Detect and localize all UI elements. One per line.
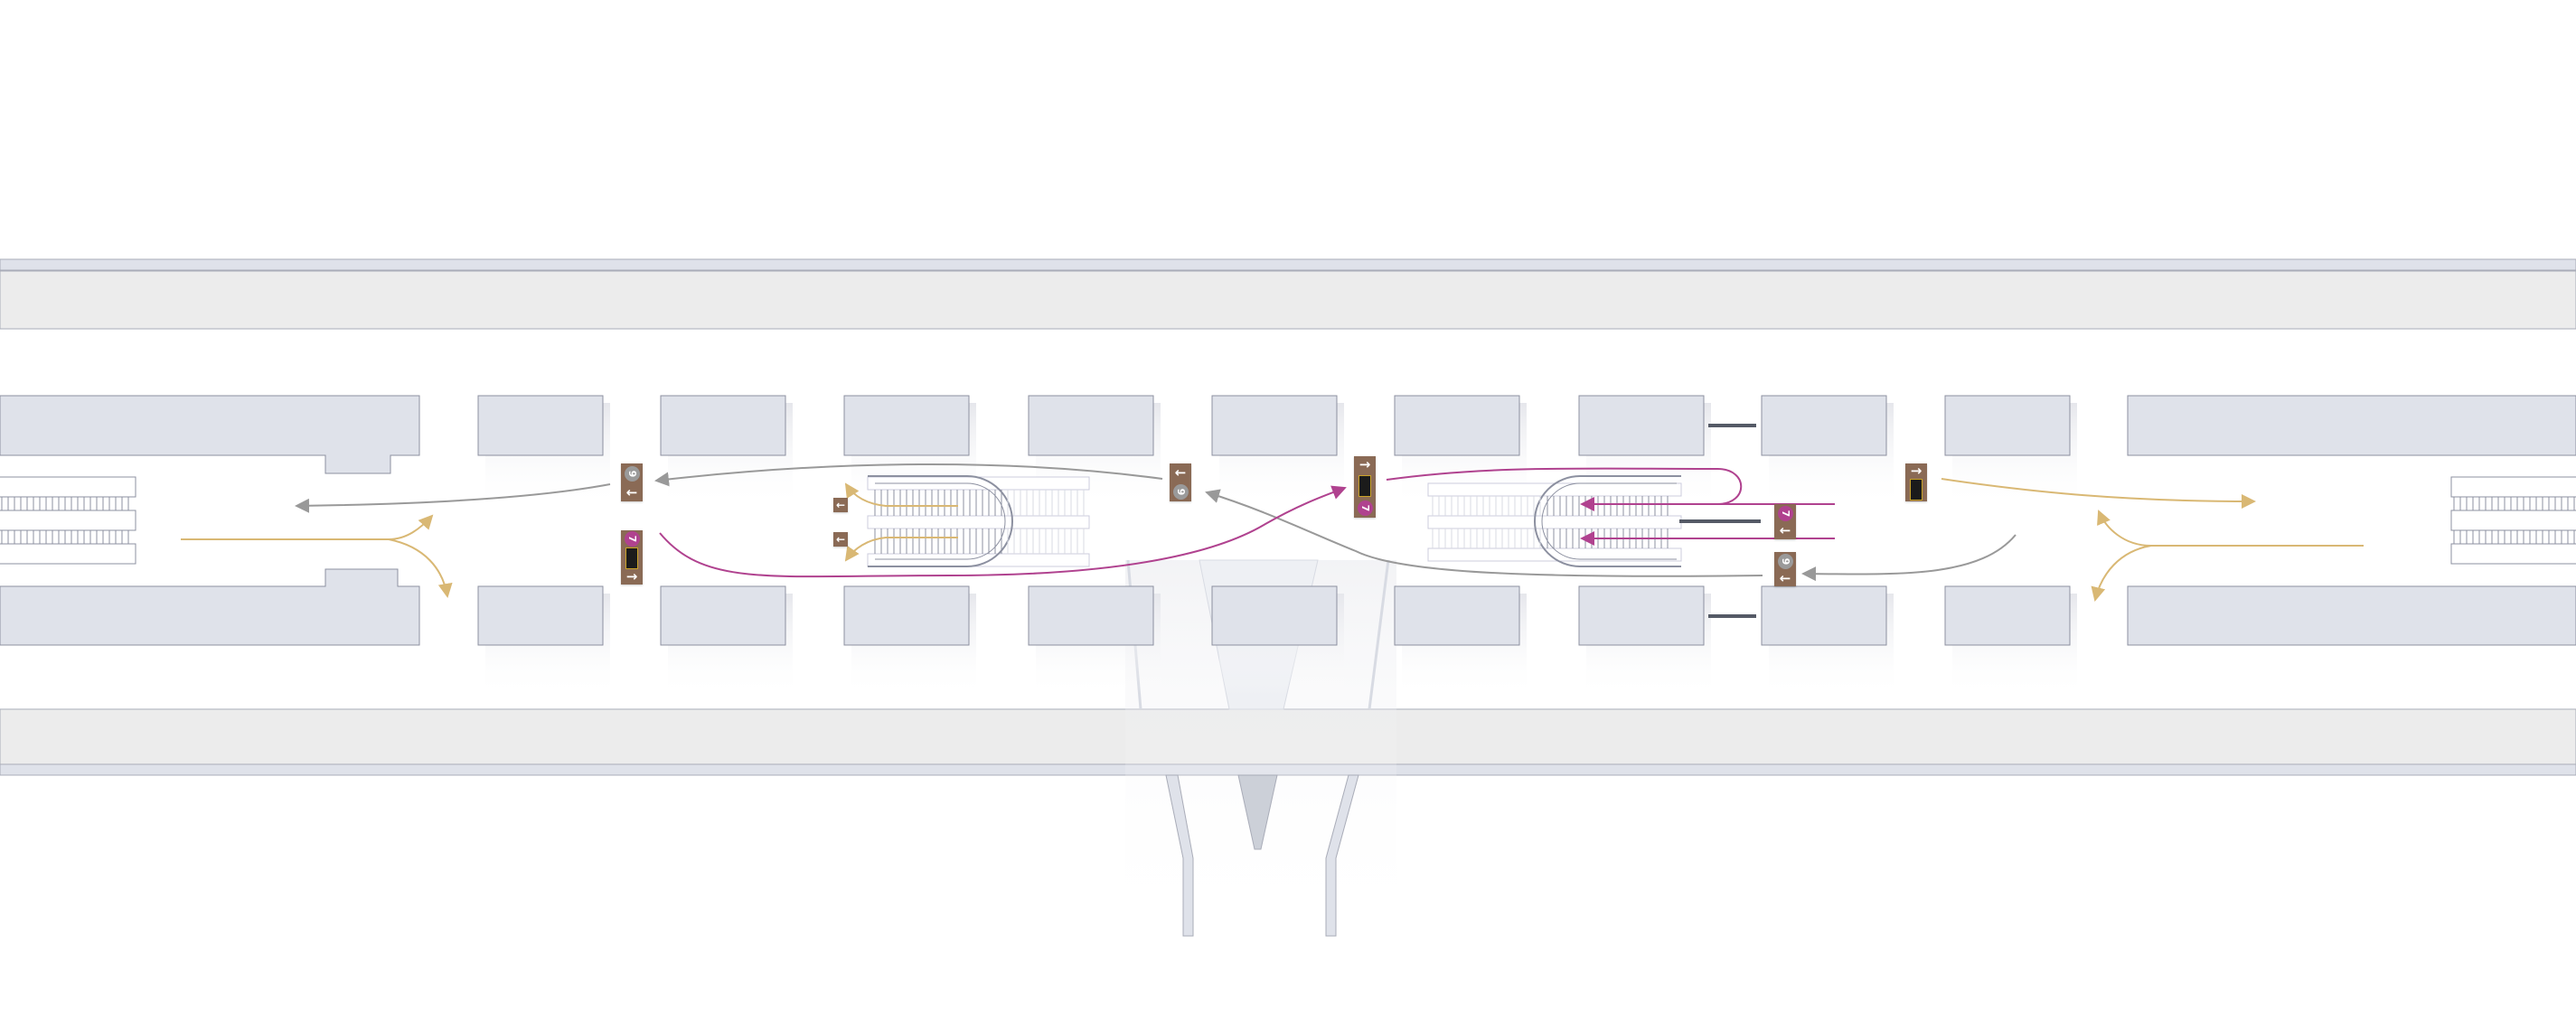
pillar-block (1578, 585, 1705, 646)
sign-line9-right: 9 ← (1774, 552, 1796, 586)
pillar-block (1944, 395, 2071, 456)
left-end-block (0, 395, 420, 646)
sign-exit-small-1: ← (833, 498, 848, 512)
left-arrow-icon: ← (1779, 522, 1791, 539)
right-arrow-icon: → (1910, 462, 1923, 479)
left-arrow-icon: ← (1779, 569, 1791, 586)
right-arrow-icon: → (1359, 456, 1371, 472)
sign-line7-right: 7 ← (1774, 504, 1796, 539)
pillar-block (1394, 395, 1520, 456)
line-9-badge: 9 (1172, 483, 1189, 500)
pillar-block (1761, 585, 1887, 646)
rail-icon (625, 547, 638, 569)
escalator-right (1427, 475, 1682, 567)
pillar-block (1944, 585, 2071, 646)
pillar-block (660, 585, 786, 646)
barriers (1679, 424, 1761, 618)
rail-icon (1910, 479, 1923, 501)
right-end-block (2127, 395, 2576, 646)
pillar-block (660, 395, 786, 456)
top-platform (0, 258, 2576, 330)
left-arrow-icon: ← (1174, 463, 1187, 481)
rail-icon (1359, 475, 1371, 497)
line-7-badge: 7 (1357, 500, 1373, 516)
line-7-badge: 7 (1777, 505, 1793, 521)
pillar-blocks (477, 395, 2077, 697)
left-arrow-icon: ← (625, 483, 638, 500)
pillar-block (1394, 585, 1520, 646)
pillar-block (1211, 585, 1338, 646)
pillar-block (477, 585, 604, 646)
left-arrow-icon: ← (835, 533, 846, 546)
sign-exit-right: → (1905, 463, 1927, 501)
line-7-badge: 7 (624, 530, 640, 547)
escalator-left (867, 475, 1090, 567)
line-7-routes (659, 467, 1835, 578)
sign-line9-center: ← 9 (1170, 463, 1191, 501)
right-arrow-icon: → (625, 568, 638, 585)
pillar-block (1028, 395, 1154, 456)
pillar-block (843, 395, 970, 456)
sign-exit-small-2: ← (833, 532, 848, 547)
pillar-block (1578, 395, 1705, 456)
line-9-routes (295, 463, 2017, 582)
pillar-block (1028, 585, 1154, 646)
line-9-badge: 9 (624, 465, 640, 482)
pillar-block (1211, 395, 1338, 456)
pillar-block (843, 585, 970, 646)
pillar-block (477, 395, 604, 456)
sign-line7-east: 7 → (621, 530, 643, 585)
exit-routes (181, 478, 2364, 602)
left-arrow-icon: ← (835, 499, 846, 511)
sign-line9-west: 9 ← (621, 463, 643, 501)
pillar-block (1761, 395, 1887, 456)
sign-line7-center: → 7 (1354, 456, 1376, 518)
line-9-badge: 9 (1777, 553, 1793, 569)
